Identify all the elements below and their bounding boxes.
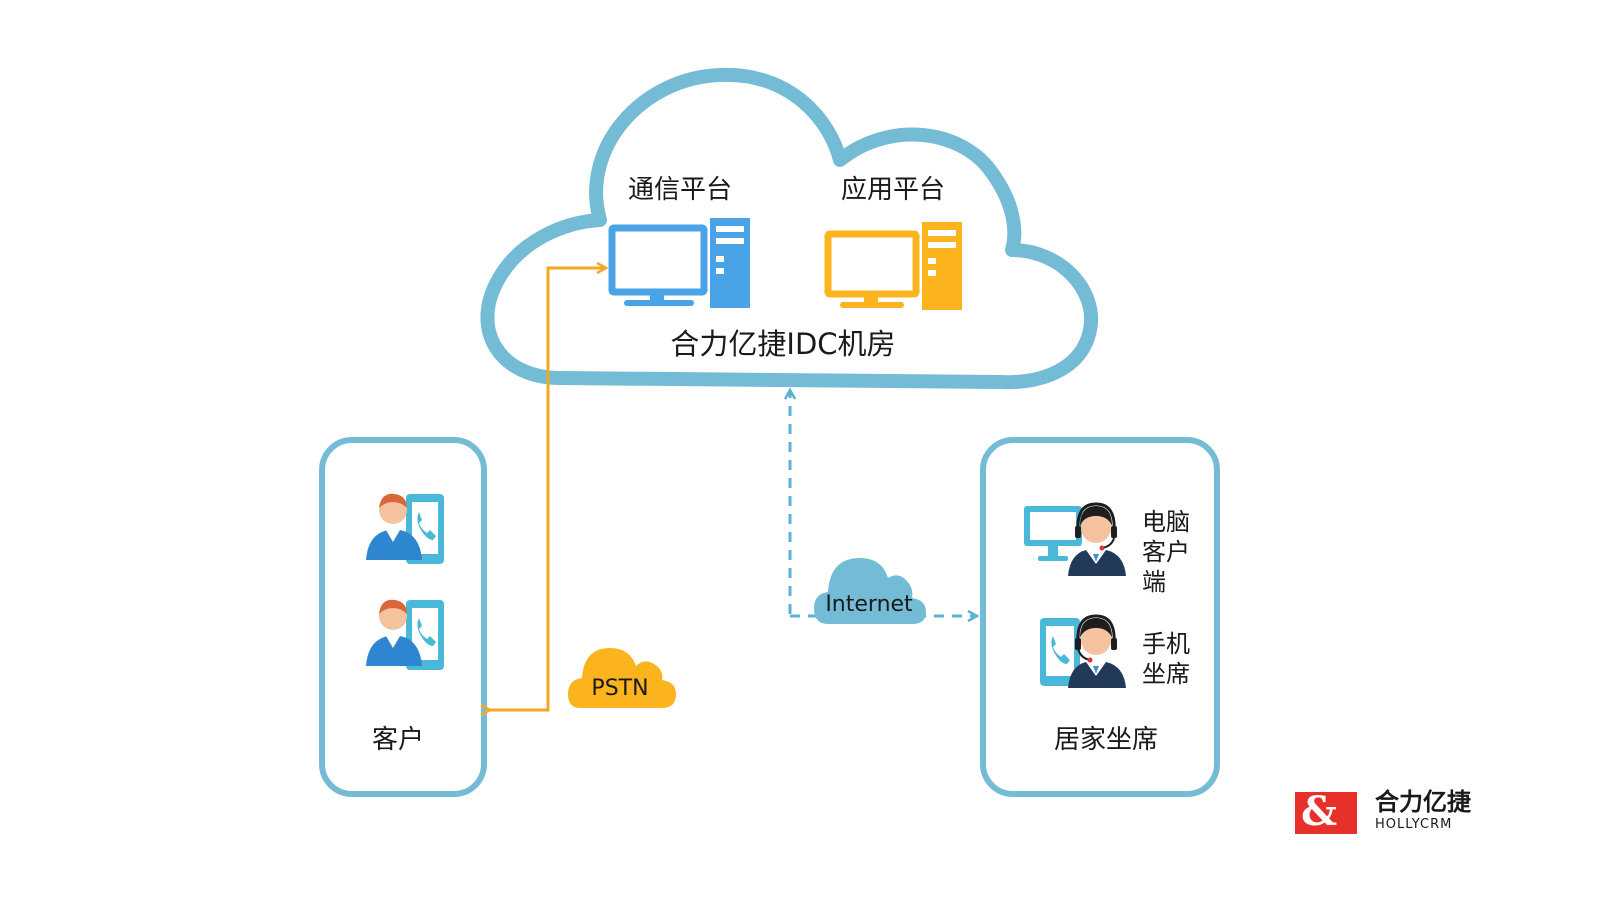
pstn-cloud-shape: [568, 648, 676, 708]
pstn-label: PSTN: [591, 676, 648, 701]
pc-client-agent-icon: [1024, 502, 1126, 576]
home-agent-label: 居家坐席: [1054, 725, 1158, 755]
comm-platform-computer-icon: [608, 218, 750, 308]
comm-platform-label: 通信平台: [628, 175, 732, 205]
internet-cloud: Internet: [814, 558, 926, 624]
internet-cloud-shape: [814, 558, 926, 624]
app-platform-label: 应用平台: [841, 175, 945, 205]
pstn-line: [490, 268, 606, 710]
customer-phone-user-icon: [366, 599, 444, 670]
mobile-seat-agent-icon: [1040, 614, 1126, 688]
mobile-seat-label-line2: 坐席: [1142, 660, 1190, 688]
pstn-connector: [490, 268, 606, 710]
logo-mark: &: [1295, 788, 1357, 835]
app-platform-computer-icon: [824, 222, 962, 310]
internet-label: Internet: [825, 592, 913, 617]
logo-name-en: HOLLYCRM: [1375, 817, 1453, 832]
customer-phone-user-icon: [366, 493, 444, 564]
pc-client-label-line1: 电脑: [1142, 508, 1190, 536]
logo-ampersand: &: [1301, 788, 1338, 835]
idc-label: 合力亿捷IDC机房: [670, 327, 895, 361]
customer-label: 客户: [372, 725, 424, 755]
pc-client-label-line3: 端: [1142, 568, 1166, 596]
mobile-seat-label-line1: 手机: [1142, 630, 1190, 658]
hollycrm-logo: & 合力亿捷 HOLLYCRM: [1295, 788, 1495, 840]
pstn-cloud: PSTN: [568, 648, 676, 708]
logo-name-cn: 合力亿捷: [1375, 788, 1471, 816]
pc-client-label-line2: 客户: [1142, 538, 1190, 566]
